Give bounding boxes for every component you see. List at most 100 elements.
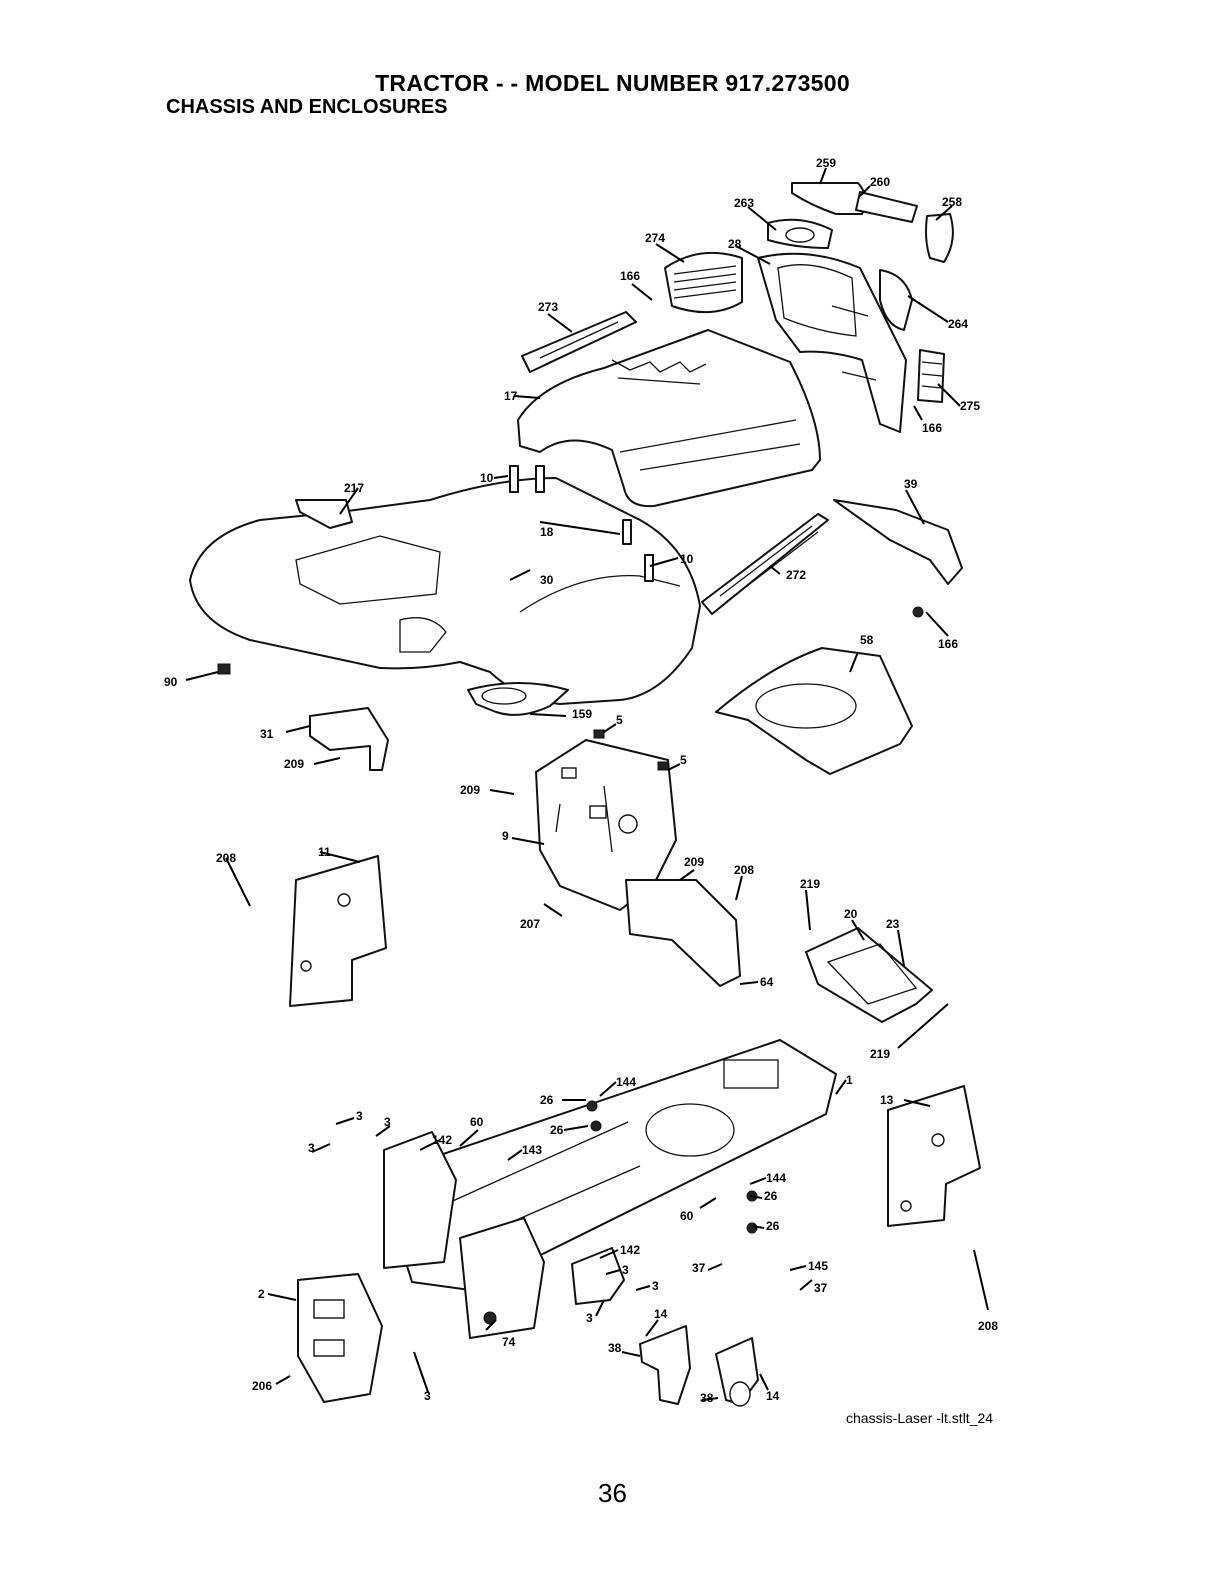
callout-label: 144 bbox=[766, 1171, 786, 1185]
callout-label: 208 bbox=[734, 863, 754, 877]
callout-label: 145 bbox=[808, 1259, 828, 1273]
callout-label: 142 bbox=[620, 1243, 640, 1257]
callout-leaders bbox=[185, 167, 989, 1401]
callout-label: 264 bbox=[948, 317, 968, 331]
callout-label: 14 bbox=[654, 1307, 668, 1321]
left-side-panel bbox=[289, 855, 387, 1007]
callout-labels: 259 260 263 258 274 28 166 264 273 275 1… bbox=[164, 156, 998, 1405]
fender-bracket bbox=[309, 707, 389, 771]
dash-strip bbox=[855, 191, 918, 223]
callout-label: 166 bbox=[922, 421, 942, 435]
callout-label: 26 bbox=[540, 1093, 554, 1107]
rear-fender bbox=[189, 477, 701, 705]
callout-label: 217 bbox=[344, 481, 364, 495]
callout-label: 219 bbox=[800, 877, 820, 891]
callout-label: 28 bbox=[728, 237, 742, 251]
callout-label: 5 bbox=[616, 713, 623, 727]
callout-label: 208 bbox=[978, 1319, 998, 1333]
callout-label: 58 bbox=[860, 633, 874, 647]
callout-label: 3 bbox=[424, 1389, 431, 1403]
callout-label: 208 bbox=[216, 851, 236, 865]
callout-label: 206 bbox=[252, 1379, 272, 1393]
callout-label: 90 bbox=[164, 675, 178, 689]
callout-label: 60 bbox=[680, 1209, 694, 1223]
cup-holder bbox=[467, 682, 569, 716]
callout-label: 26 bbox=[764, 1189, 778, 1203]
callout-label: 144 bbox=[616, 1075, 636, 1089]
callout-label: 11 bbox=[318, 845, 331, 859]
side-grille-lower bbox=[701, 513, 829, 615]
callout-label: 3 bbox=[308, 1141, 315, 1155]
front-grille-center bbox=[664, 251, 743, 314]
headlight-lens bbox=[767, 218, 833, 249]
front-axle-plate-left bbox=[383, 1131, 457, 1269]
right-side-panel bbox=[887, 1085, 981, 1227]
fender-bolts bbox=[509, 465, 654, 582]
axle-bracket-38-right bbox=[715, 1337, 759, 1407]
callout-label: 37 bbox=[692, 1261, 706, 1275]
callout-label: 5 bbox=[680, 753, 687, 767]
callout-label: 3 bbox=[356, 1109, 363, 1123]
callout-label: 2 bbox=[258, 1287, 265, 1301]
callout-label: 10 bbox=[680, 552, 694, 566]
front-bracket bbox=[297, 1273, 383, 1403]
callout-label: 18 bbox=[540, 525, 554, 539]
callout-label: 26 bbox=[550, 1123, 564, 1137]
callout-label: 142 bbox=[432, 1133, 452, 1147]
front-axle-plate-right bbox=[459, 1217, 545, 1339]
callout-label: 17 bbox=[504, 389, 518, 403]
seat-plate bbox=[805, 927, 933, 1023]
callout-label: 1 bbox=[846, 1073, 853, 1087]
callout-label: 260 bbox=[870, 175, 890, 189]
callout-label: 275 bbox=[960, 399, 980, 413]
callout-label: 3 bbox=[384, 1115, 391, 1129]
callout-label: 60 bbox=[470, 1115, 484, 1129]
axle-support bbox=[571, 1247, 625, 1305]
callout-label: 166 bbox=[938, 637, 958, 651]
callout-label: 143 bbox=[522, 1143, 542, 1157]
callout-label: 9 bbox=[502, 829, 509, 843]
callout-label: 166 bbox=[620, 269, 640, 283]
callout-label: 64 bbox=[760, 975, 774, 989]
headlight-right bbox=[879, 269, 913, 331]
callout-label: 219 bbox=[870, 1047, 890, 1061]
callout-label: 14 bbox=[766, 1389, 780, 1403]
callout-label: 159 bbox=[572, 707, 592, 721]
callout-label: 37 bbox=[814, 1281, 828, 1295]
callout-label: 20 bbox=[844, 907, 858, 921]
support-bar bbox=[625, 879, 741, 987]
page-number: 36 bbox=[598, 1478, 627, 1508]
callout-label: 207 bbox=[520, 917, 540, 931]
center-panel bbox=[715, 647, 913, 775]
callout-label: 272 bbox=[786, 568, 806, 582]
callout-label: 209 bbox=[284, 757, 304, 771]
axle-bracket-38-left bbox=[639, 1325, 691, 1405]
diagram-reference-code: chassis-Laser -lt.stlt_24 bbox=[846, 1410, 994, 1426]
callout-label: 38 bbox=[700, 1391, 714, 1405]
callout-label: 10 bbox=[480, 471, 494, 485]
callout-label: 31 bbox=[260, 727, 274, 741]
callout-label: 273 bbox=[538, 300, 558, 314]
callout-label: 3 bbox=[586, 1311, 593, 1325]
seat-handle bbox=[295, 499, 353, 529]
dash-top-cover bbox=[791, 182, 867, 215]
callout-label: 30 bbox=[540, 573, 554, 587]
side-cap bbox=[925, 213, 954, 263]
callout-label: 263 bbox=[734, 196, 754, 210]
dash-bracket bbox=[833, 499, 963, 585]
hardware-nuts bbox=[217, 606, 924, 1325]
callout-label: 258 bbox=[942, 195, 962, 209]
side-grille-right bbox=[917, 349, 945, 403]
callout-label: 74 bbox=[502, 1335, 516, 1349]
page-title: TRACTOR - - MODEL NUMBER 917.273500 bbox=[375, 70, 850, 96]
callout-label: 3 bbox=[622, 1263, 629, 1277]
callout-label: 23 bbox=[886, 917, 900, 931]
dash-nose bbox=[757, 252, 907, 433]
callout-label: 209 bbox=[460, 783, 480, 797]
callout-label: 259 bbox=[816, 156, 836, 170]
page-subtitle: CHASSIS AND ENCLOSURES bbox=[166, 96, 448, 118]
callout-label: 26 bbox=[766, 1219, 780, 1233]
side-grille-left bbox=[521, 311, 637, 373]
